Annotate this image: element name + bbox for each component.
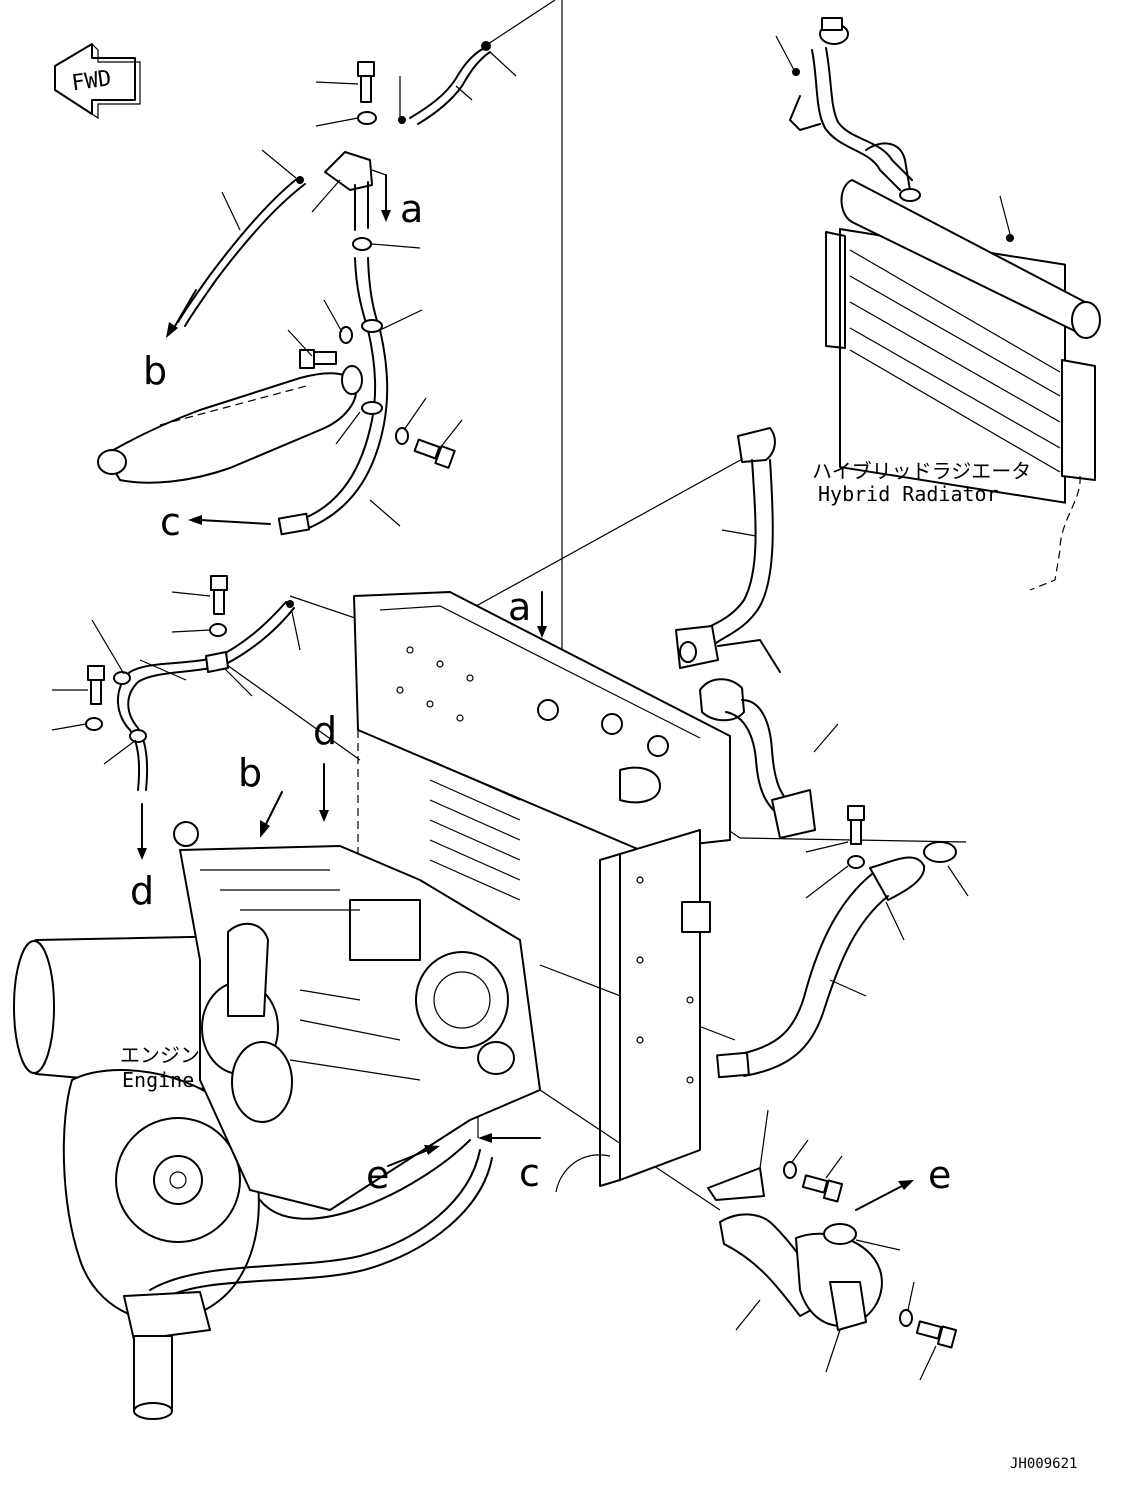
top-hose-assembly — [97, 41, 517, 536]
callout-a-top: a — [400, 187, 423, 231]
bolt-icon — [915, 1320, 958, 1349]
callout-c-bottom: c — [519, 1151, 540, 1195]
callout-a-main: a — [508, 585, 531, 629]
callout-d-main: d — [313, 709, 337, 753]
fwd-arrow-icon: FWD — [54, 43, 141, 120]
radiator-pipe-upper — [675, 427, 839, 839]
callout-c-top: c — [160, 500, 181, 544]
callout-b-main: b — [238, 751, 262, 795]
clamp-icon — [823, 1223, 857, 1245]
hybrid-radiator-drawing — [775, 17, 1101, 591]
lower-right-hoses — [707, 805, 969, 1381]
radiator-core — [353, 591, 731, 1187]
bolt-icon — [801, 1174, 844, 1203]
engine-label-jp: エンジン — [120, 1043, 200, 1067]
washer-icon — [899, 1309, 913, 1327]
drawing-code: JH009621 — [1010, 1456, 1077, 1472]
callout-e-right: e — [928, 1153, 951, 1197]
engine-label-en: Engine — [122, 1068, 194, 1092]
callout-b-top: b — [143, 349, 167, 393]
washer-icon — [847, 855, 865, 869]
callout-e-left: e — [366, 1153, 389, 1197]
bolt-icon — [87, 665, 105, 705]
radiator-label-jp: ハイブリッドラジエータ — [812, 459, 1031, 483]
bolt-icon — [413, 438, 456, 469]
washer-icon — [339, 326, 353, 344]
washer-icon — [395, 427, 409, 445]
bolt-icon — [210, 575, 228, 615]
bolt-icon — [357, 61, 375, 103]
bolt-icon — [847, 805, 865, 845]
radiator-label-en: Hybrid Radiator — [818, 482, 999, 506]
washer-icon — [783, 1161, 797, 1179]
washer-icon — [357, 111, 377, 125]
left-hose-assembly — [51, 575, 301, 860]
bolt-icon — [299, 349, 337, 369]
washer-icon — [209, 623, 227, 637]
engine-drawing — [13, 821, 541, 1420]
callout-d-left: d — [130, 869, 154, 913]
washer-icon — [85, 717, 103, 731]
clamp-icon — [923, 841, 957, 863]
fwd-label: FWD — [70, 66, 113, 96]
